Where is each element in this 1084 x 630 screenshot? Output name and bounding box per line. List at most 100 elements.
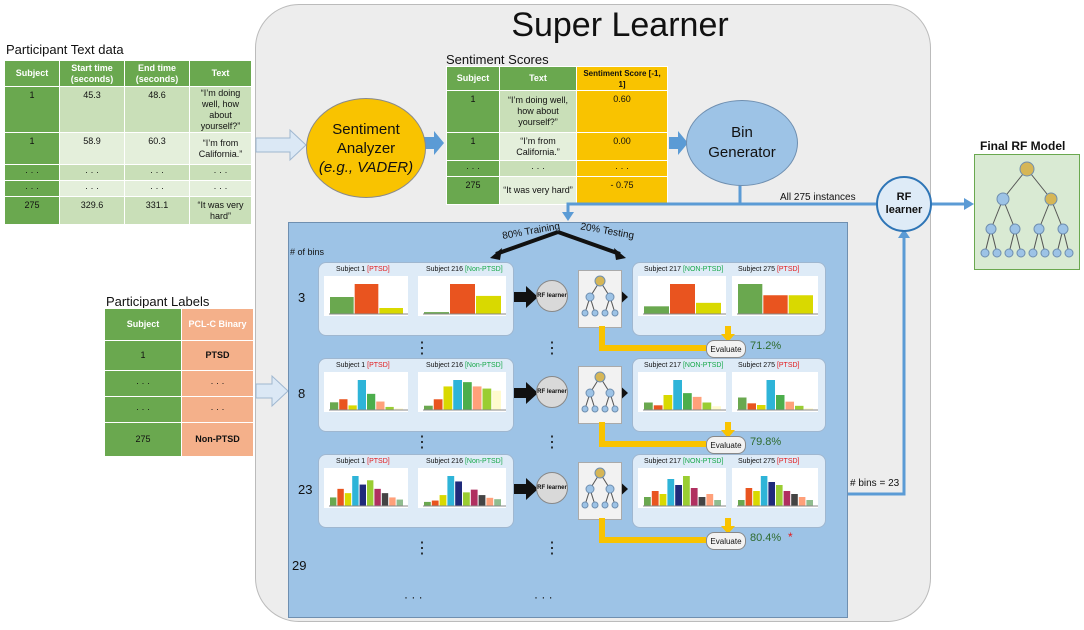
- bar: [714, 500, 721, 506]
- bar: [455, 481, 462, 506]
- bar: [357, 380, 366, 410]
- th-end: End time (seconds): [124, 60, 190, 87]
- vdots-6: ⋮: [544, 540, 560, 557]
- bin-generator-node: Bin Generator: [686, 100, 798, 186]
- final-tree-icon: [980, 161, 1074, 258]
- bar: [644, 497, 651, 506]
- bar: [439, 495, 447, 506]
- bar: [785, 401, 794, 410]
- eval-path-1: [599, 422, 735, 447]
- bar: [453, 380, 462, 410]
- bar: [486, 497, 494, 506]
- bar: [482, 388, 492, 410]
- bar: [330, 402, 339, 410]
- label-s216-0: Subject 216 [Non-PTSD]: [426, 266, 503, 273]
- table-row: · · · · · · · · · · · ·: [4, 164, 252, 181]
- label-s216-1: Subject 216 [Non-PTSD]: [426, 362, 503, 369]
- bins-value-1: 8: [298, 386, 306, 401]
- table-row: · · · · · · · · ·: [446, 160, 668, 177]
- bar: [463, 492, 470, 506]
- bar: [702, 402, 712, 410]
- bar: [738, 500, 745, 506]
- hdots-2: · · ·: [534, 590, 553, 604]
- bar: [692, 396, 702, 410]
- vdots-2: ⋮: [544, 340, 560, 357]
- bar: [478, 495, 486, 506]
- bar: [791, 494, 798, 506]
- chart-s216-1: [418, 372, 506, 412]
- chart-s216-0: [418, 276, 506, 316]
- table-row: 275 329.6 331.1 “It was very hard”: [4, 196, 252, 225]
- chart-s217-1: [638, 372, 726, 412]
- labels-title: Participant Labels: [106, 294, 210, 309]
- bar: [354, 284, 379, 314]
- bar: [644, 306, 669, 314]
- label-s216-2: Subject 216 [Non-PTSD]: [426, 458, 503, 465]
- evaluate-button-2: Evaluate: [706, 532, 746, 550]
- bar: [795, 405, 804, 410]
- tree-thumb-0: [578, 270, 622, 328]
- bar: [424, 405, 433, 410]
- bar: [712, 406, 721, 410]
- bar: [339, 399, 348, 410]
- bar: [433, 399, 443, 410]
- label-s1-2: Subject 1 [PTSD]: [336, 458, 390, 465]
- rf-small-node-0: RF learner: [536, 280, 568, 312]
- score-1: 79.8%: [750, 436, 782, 448]
- bar: [494, 499, 501, 506]
- vdots-1: ⋮: [414, 340, 430, 357]
- bar: [450, 284, 475, 314]
- split-arrows: [490, 230, 626, 260]
- arrow-to-rf-2: [514, 478, 538, 500]
- th-start: Start time (seconds): [59, 60, 125, 87]
- bar: [753, 491, 760, 506]
- score-0: 71.2%: [750, 340, 782, 352]
- bar: [667, 479, 675, 506]
- bar: [379, 308, 403, 314]
- table-row: 275 Non-PTSD: [104, 422, 254, 457]
- star-2: *: [788, 530, 793, 544]
- chart-s275-0: [732, 276, 818, 316]
- bar: [381, 493, 389, 506]
- bar: [783, 491, 791, 506]
- chart-s1-1: [324, 372, 408, 412]
- bar: [683, 393, 692, 410]
- bar: [330, 497, 337, 506]
- bar: [394, 408, 403, 410]
- score-2: 80.4%: [750, 532, 782, 544]
- bar: [330, 297, 354, 314]
- sentiment-analyzer-node: Sentiment Analyzer (e.g., VADER): [306, 98, 426, 198]
- bar: [348, 405, 357, 410]
- arrow-sentiment-to-bin: [669, 131, 688, 155]
- arrow-to-rf-0: [514, 286, 538, 308]
- bar: [352, 476, 359, 506]
- bar: [798, 497, 806, 506]
- eval-path-0: [599, 326, 735, 351]
- bar: [424, 501, 431, 506]
- bar: [644, 402, 653, 410]
- bar: [376, 401, 385, 410]
- bar: [443, 386, 453, 410]
- label-s1-1: Subject 1 [PTSD]: [336, 362, 390, 369]
- bin-to-panel-line: [566, 182, 742, 214]
- bins-label: # of bins: [290, 247, 325, 257]
- bar: [738, 284, 763, 314]
- arrow-labels-to-panel: [255, 374, 289, 408]
- table-row: 1 “I’m doing well, how about yourself?” …: [446, 90, 668, 133]
- final-model-title: Final RF Model: [980, 139, 1066, 153]
- bar: [367, 480, 374, 506]
- table-row: 1 45.3 48.6 “I’m doing well, how about y…: [4, 86, 252, 133]
- bar: [706, 494, 714, 506]
- table-row: 275 “It was very hard” - 0.75: [446, 176, 668, 205]
- final-model-box: [974, 154, 1080, 270]
- arrow-text-to-analyzer: [255, 128, 307, 162]
- evaluate-button-1: Evaluate: [706, 436, 746, 454]
- label-s275-2: Subject 275 [PTSD]: [738, 458, 800, 465]
- bar: [472, 386, 482, 410]
- bar: [663, 395, 673, 410]
- bar: [337, 488, 344, 506]
- label-s217-2: Subject 217 [NON-PTSD]: [644, 458, 724, 465]
- bar: [804, 408, 813, 410]
- label-s275-0: Subject 275 [PTSD]: [738, 266, 800, 273]
